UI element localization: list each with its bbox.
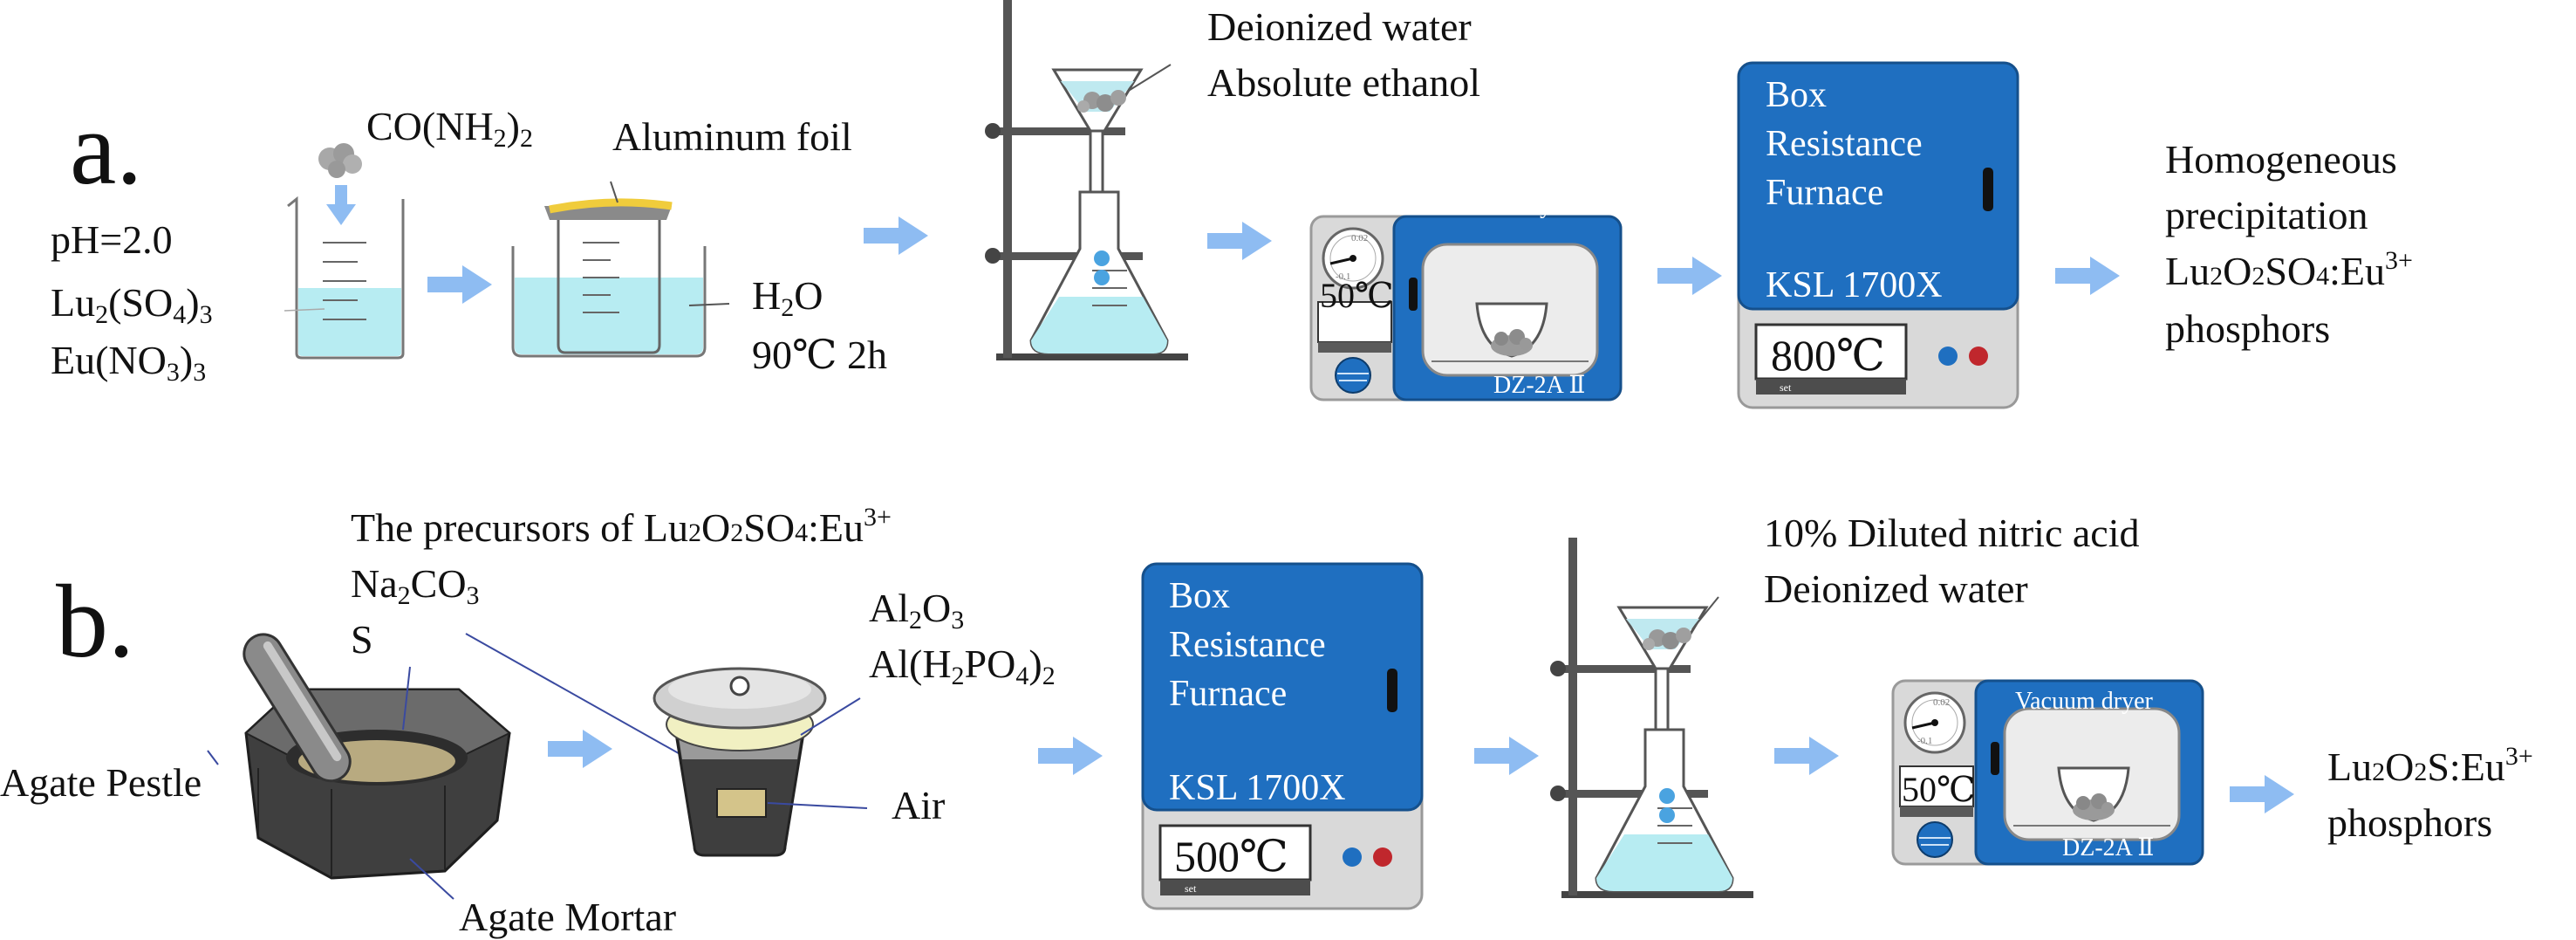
filtration-apparatus-b-icon	[1548, 536, 1755, 900]
furnace-set-label: set	[1780, 381, 1792, 394]
crucible-icon	[653, 667, 827, 857]
arrow-b4-icon	[1774, 737, 1839, 775]
pestle-pointer	[207, 750, 219, 765]
air-pointer	[767, 802, 868, 809]
product-a-line4: phosphors	[2165, 306, 2330, 351]
mortar-pointer	[409, 858, 454, 900]
furnace-b-line2: Resistance	[1169, 625, 1326, 665]
beaker-icon	[284, 196, 405, 360]
product-a-formula: Lu2O2SO4:Eu3+	[2165, 246, 2413, 293]
product-a-line1: Homogeneous	[2165, 137, 2397, 182]
wash-b-2-label: Deionized water	[1764, 566, 2028, 611]
dryer-b-temp-label: 50℃	[1902, 770, 1976, 809]
wash-solvent-2-label: Absolute ethanol	[1207, 60, 1480, 105]
arrow-a4-icon	[1657, 257, 1722, 295]
arrow-b3-icon	[1474, 737, 1539, 775]
air-label: Air	[892, 783, 945, 827]
dryer-b-title-label: Vacuum dryer	[2015, 688, 2154, 715]
product-b-line2: phosphors	[2327, 800, 2492, 845]
lu2so43-label: Lu2(SO4)3	[51, 280, 213, 329]
arrow-a1-icon	[427, 265, 492, 304]
dryer-model-label: DZ-2A Ⅱ	[1493, 372, 1585, 399]
arrow-b5-icon	[2230, 775, 2294, 813]
eu-no33-label: Eu(NO3)3	[51, 338, 206, 387]
urea-powder-icon	[318, 143, 362, 178]
furnace-temp-display: 800℃	[1771, 331, 1885, 380]
arrow-a3-icon	[1207, 222, 1272, 260]
furnace-line2: Resistance	[1766, 124, 1923, 164]
urea-label: CO(NH2)2	[366, 104, 533, 153]
condition-label: 90℃ 2h	[752, 333, 887, 377]
precursors-label: The precursors of Lu2O2SO4:Eu3+	[351, 503, 892, 550]
wash-b-1-label: 10% Diluted nitric acid	[1764, 511, 2140, 555]
furnace-b-temp-display: 500℃	[1174, 832, 1288, 881]
dryer-title-label: Vacuum dryer	[1433, 192, 1572, 219]
alh2po4-label: Al(H2PO4)2	[869, 642, 1056, 690]
furnace-b-model: KSL 1700X	[1169, 768, 1346, 808]
al2o3-label: Al2O3	[869, 586, 964, 635]
furnace-line1: Box	[1766, 75, 1827, 115]
na2co3-label: Na2CO3	[351, 561, 480, 610]
furnace-line3: Furnace	[1766, 173, 1883, 213]
furnace-model: KSL 1700X	[1766, 265, 1943, 305]
filtration-apparatus-icon	[983, 0, 1190, 362]
row-b-label: b.	[56, 563, 134, 679]
sulfur-label: S	[351, 617, 373, 662]
arrow-a2-icon	[864, 216, 928, 255]
water-bath-icon	[511, 181, 730, 358]
agate-pestle-label: Agate Pestle	[0, 760, 202, 805]
furnace-b-set-label: set	[1185, 882, 1197, 895]
dryer-b-model-label: DZ-2A Ⅱ	[2062, 834, 2154, 861]
product-b-formula: Lu2O2S:Eu3+	[2327, 742, 2533, 789]
dryer-temp-label: 50℃	[1320, 276, 1394, 315]
urea-arrow-icon	[326, 185, 356, 225]
furnace-b-line3: Furnace	[1169, 674, 1287, 714]
aluminum-foil-label: Aluminum foil	[612, 114, 852, 159]
crucible-cover-pointer	[800, 697, 861, 736]
row-a-label: a.	[70, 90, 142, 206]
arrow-b1-icon	[548, 730, 612, 768]
agate-mortar-label: Agate Mortar	[459, 895, 676, 939]
arrow-b2-icon	[1038, 737, 1103, 775]
agate-mortar-pestle-icon	[243, 633, 511, 880]
arrow-a5-icon	[2055, 257, 2120, 295]
furnace-b-line1: Box	[1169, 576, 1230, 616]
water-label: H2O	[752, 273, 823, 322]
product-a-line2: precipitation	[2165, 193, 2368, 237]
sulfur-pointer	[402, 666, 411, 731]
wash-solvent-1-label: Deionized water	[1207, 4, 1472, 49]
ph-label: pH=2.0	[51, 217, 173, 262]
